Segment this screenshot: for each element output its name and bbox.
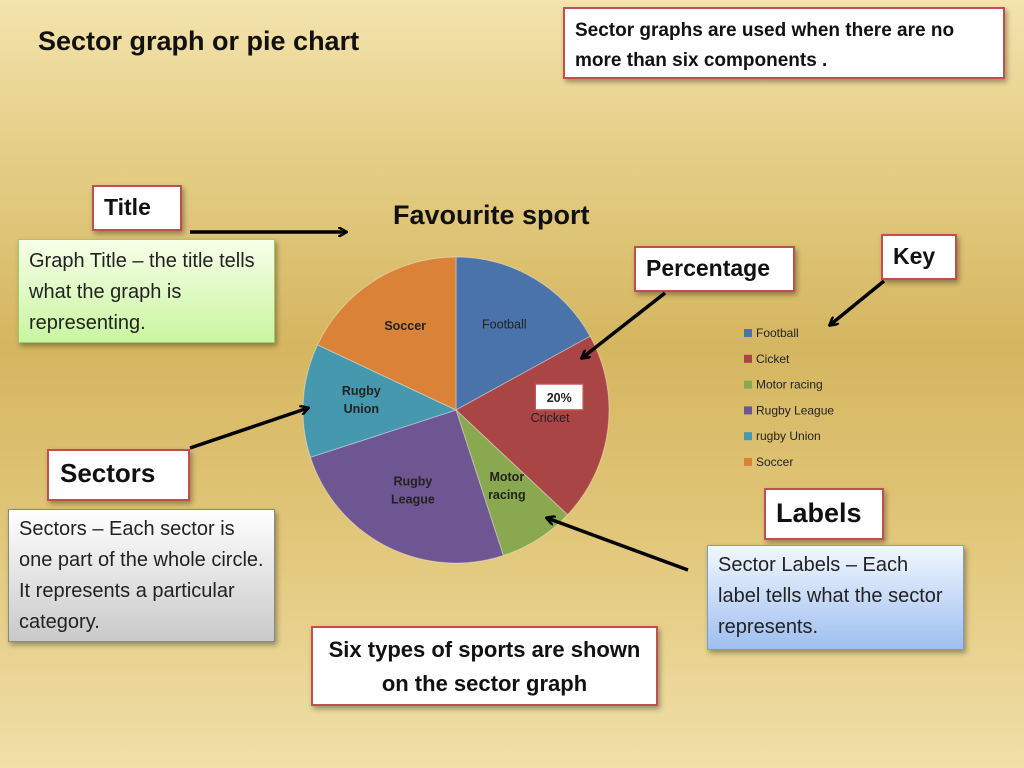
arrow-percentage	[582, 291, 667, 358]
pie-slice	[455, 335, 610, 516]
percentage-callout: Percentage	[634, 246, 795, 292]
svg-text:20%: 20%	[547, 391, 572, 405]
legend-label: Motor racing	[756, 378, 823, 392]
legend-item: Motor racing	[744, 378, 823, 392]
data-label: 20%	[534, 383, 584, 411]
slice-label: Football	[482, 317, 526, 331]
legend-item: Rugby League	[744, 403, 834, 417]
pie-slice	[316, 256, 457, 411]
legend-item: Cicket	[744, 352, 790, 366]
legend-swatch	[744, 458, 752, 466]
pie-slice	[455, 256, 591, 411]
legend-label: Cicket	[756, 352, 790, 366]
bottom-note: Six types of sports are shown on the sec…	[311, 626, 658, 706]
chart-title: Favourite sport	[393, 200, 590, 230]
pie-slice	[302, 344, 458, 458]
slice-label: Cricket	[531, 411, 570, 425]
arrow-labels	[547, 518, 689, 572]
key-callout: Key	[881, 234, 957, 280]
legend-item: Soccer	[744, 455, 793, 469]
title-callout: Title	[92, 185, 182, 231]
pie-data-labels: 20%	[534, 383, 584, 411]
pie-slices	[302, 256, 610, 564]
arrow-sectors	[189, 408, 308, 450]
top-note: Sector graphs are used when there are no…	[563, 7, 1005, 79]
legend-swatch	[744, 432, 752, 441]
sectors-description: Sectors – Each sector is one part of the…	[8, 509, 275, 642]
legend-swatch	[744, 329, 752, 337]
legend-label: rugby Union	[756, 429, 821, 443]
pie-slice	[309, 409, 504, 564]
annotation-arrows	[189, 232, 886, 572]
legend-label: Rugby League	[756, 403, 834, 417]
slice-label: Soccer	[384, 319, 426, 333]
labels-callout: Labels	[764, 488, 884, 540]
legend-swatch	[744, 354, 752, 363]
legend-item: Football	[744, 326, 799, 340]
pie-slice	[455, 409, 569, 557]
legend-label: Soccer	[756, 455, 793, 469]
legend-item: rugby Union	[744, 429, 821, 443]
arrow-key	[830, 279, 886, 325]
labels-description: Sector Labels – Each label tells what th…	[707, 545, 964, 650]
title-description: Graph Title – the title tells what the g…	[18, 239, 275, 343]
legend-swatch	[744, 406, 752, 415]
legend-label: Football	[756, 326, 799, 340]
slide-title: Sector graph or pie chart	[38, 26, 360, 56]
legend-swatch	[744, 380, 752, 389]
sectors-callout: Sectors	[47, 449, 190, 501]
